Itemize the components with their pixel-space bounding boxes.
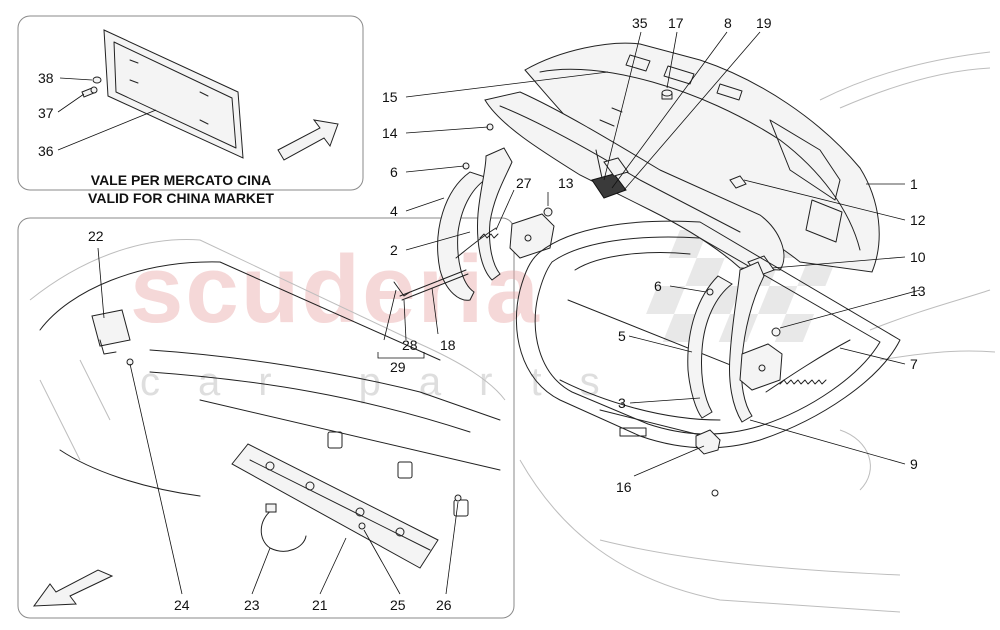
right-hinge-bracket — [739, 343, 783, 391]
callout-1: 1 — [910, 176, 918, 192]
callout-36: 36 — [38, 143, 54, 159]
callout-6-right: 6 — [654, 278, 662, 294]
arrow-right-up-icon — [277, 119, 339, 161]
right-hinge-arm — [687, 261, 765, 423]
callout-9: 9 — [910, 456, 918, 472]
screw-25 — [358, 522, 366, 530]
callout-17: 17 — [668, 15, 684, 31]
callout-15: 15 — [382, 89, 398, 105]
callout-13-left: 13 — [558, 175, 574, 191]
callout-16: 16 — [616, 479, 632, 495]
callout-38: 38 — [38, 70, 54, 86]
callout-4: 4 — [390, 203, 398, 219]
left-hinge-bracket — [509, 213, 555, 259]
callout-19: 19 — [756, 15, 772, 31]
car-body-outline — [519, 51, 996, 613]
callout-13-right: 13 — [910, 283, 926, 299]
callout-5: 5 — [618, 328, 626, 344]
callout-7: 7 — [910, 356, 918, 372]
licence-plate-frame — [103, 29, 244, 159]
nut-13-left — [543, 207, 553, 217]
torsion-rod-18 — [399, 269, 469, 301]
right-gas-spring-7 — [765, 339, 851, 393]
callout-22: 22 — [88, 228, 104, 244]
clip-28 — [393, 281, 411, 297]
callout-21: 21 — [312, 597, 328, 613]
callout-24: 24 — [174, 597, 190, 613]
plate-screw-37 — [81, 86, 98, 98]
callout-23: 23 — [244, 597, 260, 613]
rear-bumper — [29, 239, 506, 517]
callout-27: 27 — [516, 175, 532, 191]
callout-28: 28 — [402, 337, 418, 353]
left-gas-spring-27 — [455, 227, 499, 259]
china-market-note-line1: VALE PER MERCATO CINA — [91, 172, 271, 188]
striker-12 — [729, 175, 747, 189]
buffer-16 — [695, 429, 721, 455]
callout-37: 37 — [38, 105, 54, 121]
plate-washer-38 — [92, 76, 102, 84]
sensor-bracket-21 — [231, 443, 439, 569]
callout-25: 25 — [390, 597, 406, 613]
callout-35: 35 — [632, 15, 648, 31]
control-module-22 — [91, 309, 131, 355]
callout-18: 18 — [440, 337, 456, 353]
callout-2: 2 — [390, 242, 398, 258]
callout-29: 29 — [390, 359, 406, 375]
callout-10: 10 — [910, 249, 926, 265]
callout-3: 3 — [618, 395, 626, 411]
china-market-note-line2: VALID FOR CHINA MARKET — [88, 190, 274, 206]
clip-26 — [454, 494, 462, 502]
callout-labels: 38 37 36 15 14 6 4 2 27 13 28 18 29 35 1… — [38, 15, 926, 613]
leader-lines — [57, 31, 921, 595]
callout-14: 14 — [382, 125, 398, 141]
callout-6-left: 6 — [390, 164, 398, 180]
watermark-sub: car parts — [140, 360, 638, 404]
callout-12: 12 — [910, 212, 926, 228]
nut-13-right — [771, 327, 781, 337]
bolt-6-right — [706, 288, 714, 296]
callout-26: 26 — [436, 597, 452, 613]
rubber-buffer-17 — [661, 89, 673, 100]
callout-8: 8 — [724, 15, 732, 31]
left-hinge-arm — [437, 147, 513, 301]
arrow-left-down-icon — [32, 569, 114, 607]
